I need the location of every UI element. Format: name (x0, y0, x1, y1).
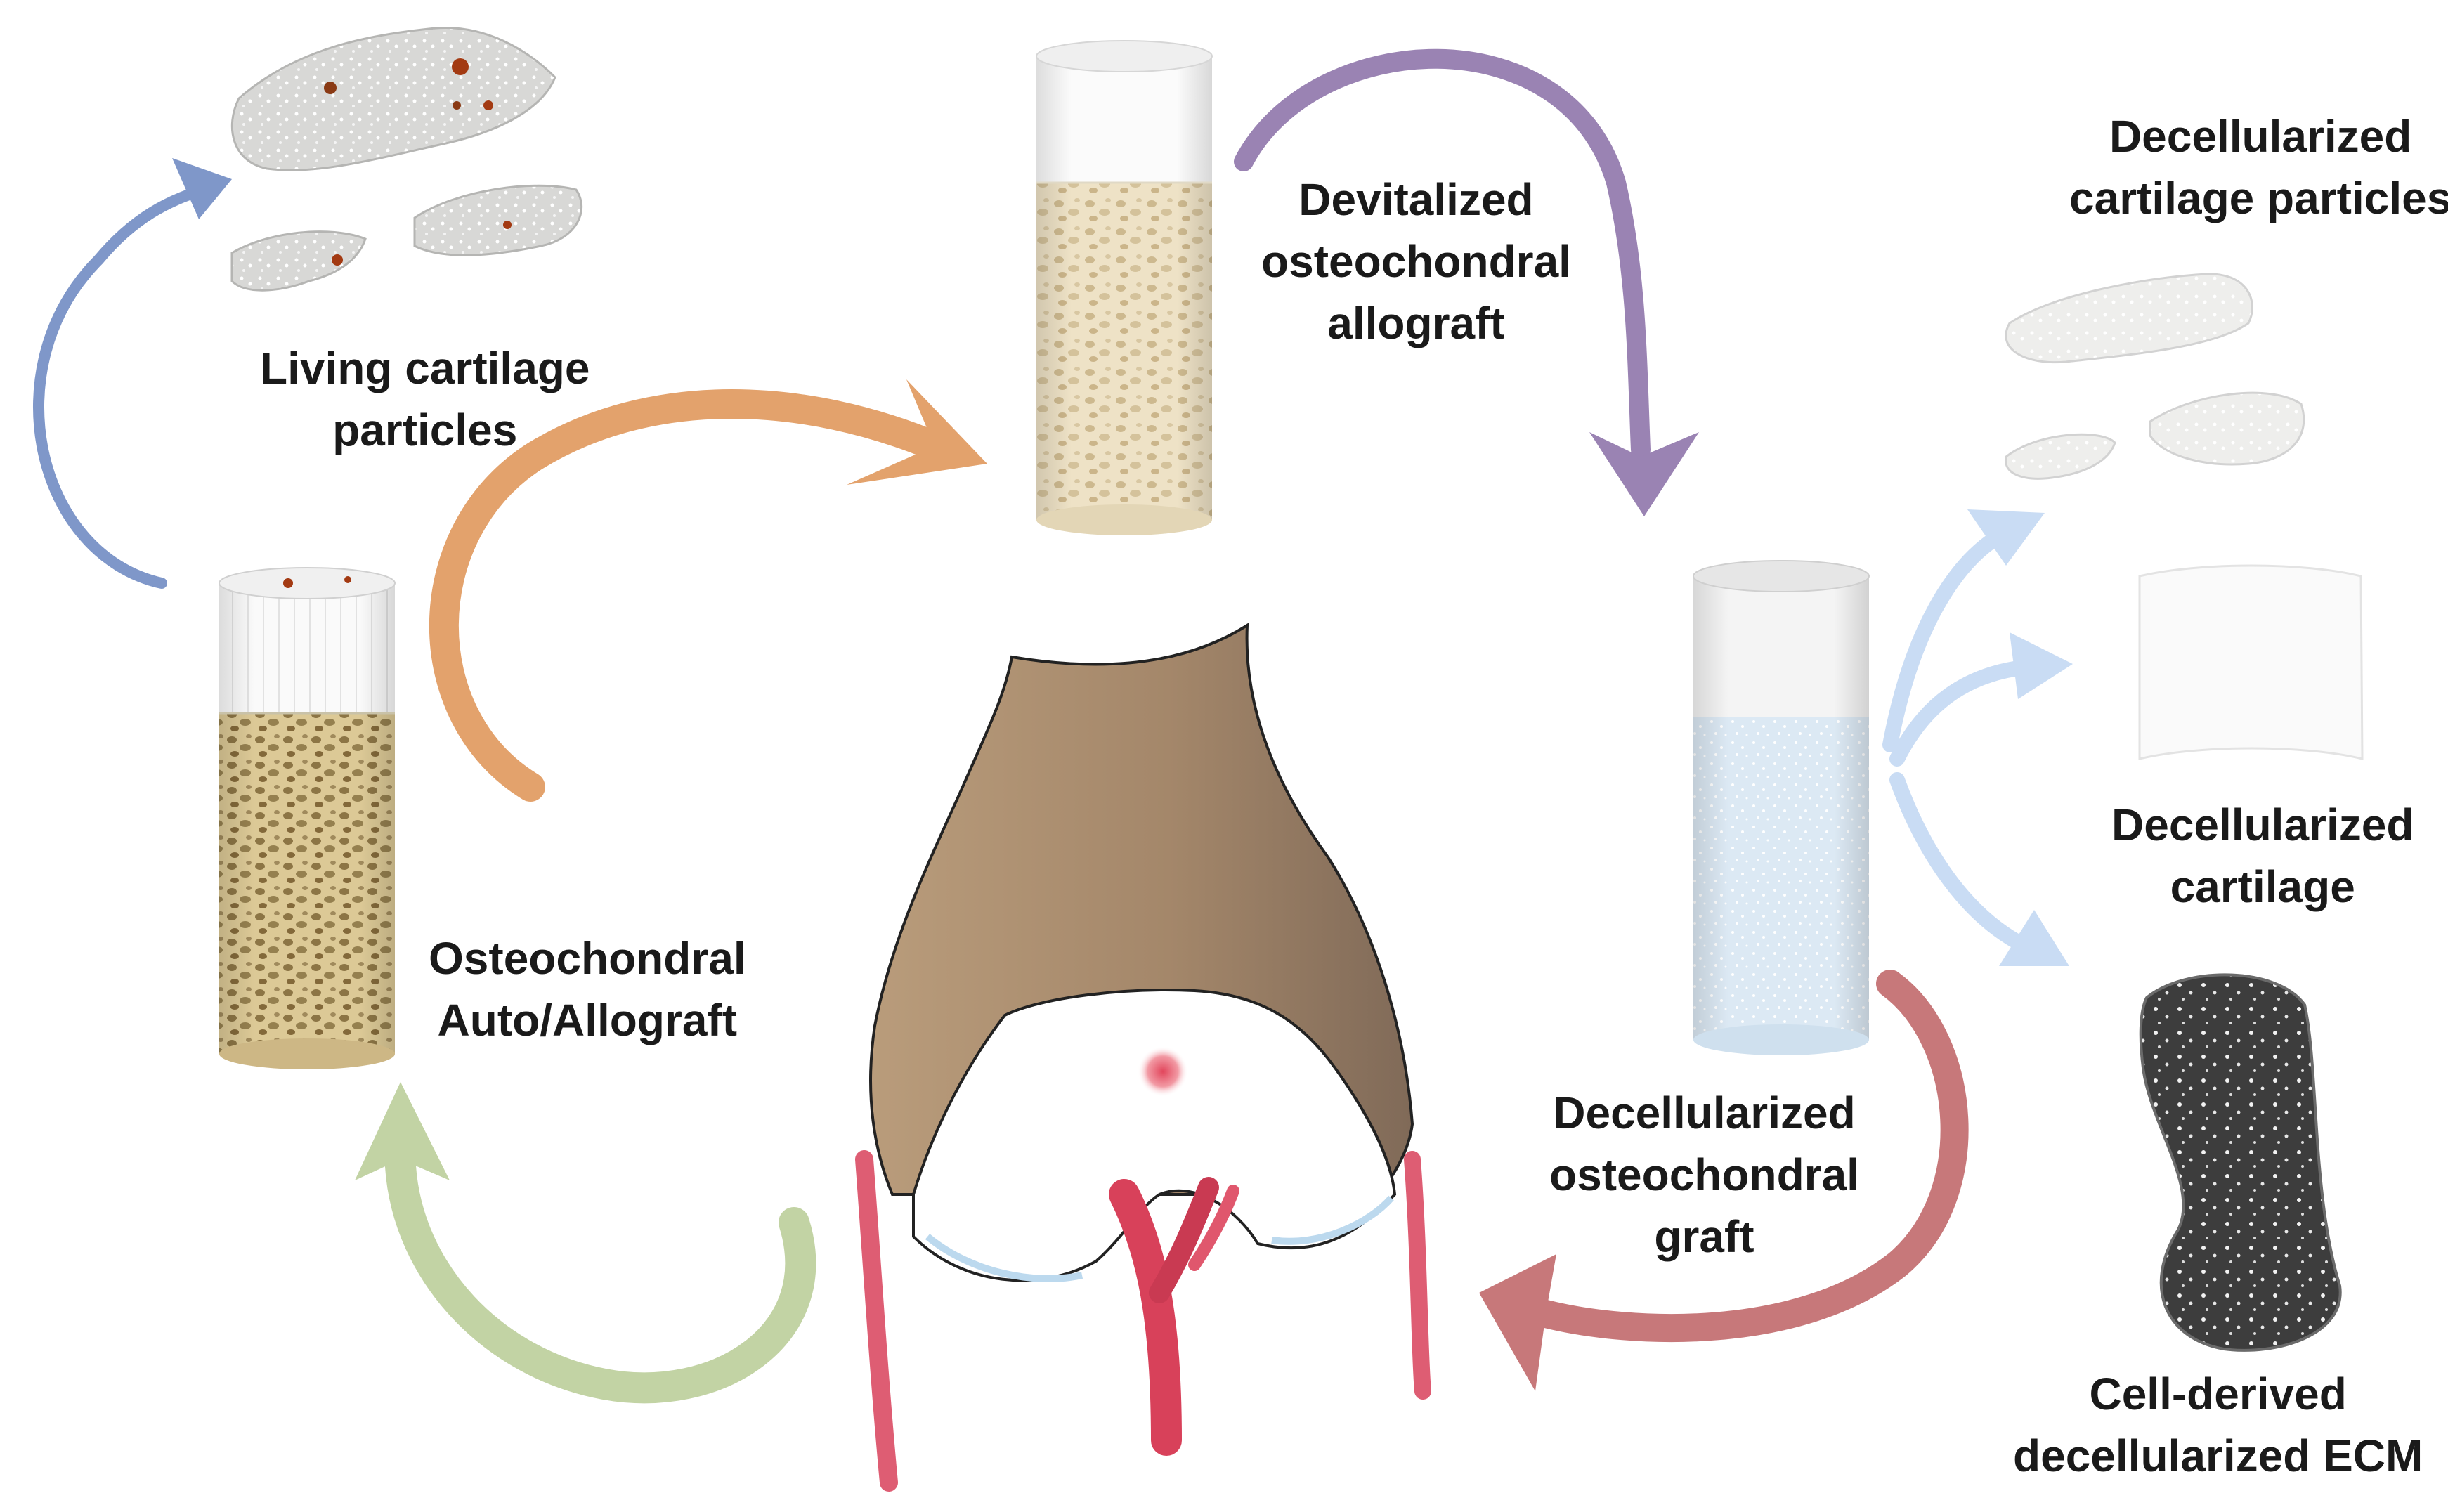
label-line: cartilage (2170, 861, 2355, 912)
osteochondral-graft-cylinder (219, 567, 396, 1069)
label-line: particles (332, 405, 518, 455)
label-decellularized-osteochondral-graft: Decellularized osteochondral graft (1549, 1082, 1859, 1267)
label-line: Decellularized (1553, 1088, 1856, 1138)
label-devitalized-allograft: Devitalized osteochondral allograft (1261, 169, 1571, 354)
arrow-purple-to-decell-graft (1234, 48, 1699, 516)
label-decellularized-cartilage-particles: Decellularized cartilage particles (2069, 105, 2448, 229)
label-cell-derived-ecm: Cell-derived decellularized ECM (2013, 1363, 2423, 1487)
decellularized-cartilage-block (2138, 564, 2364, 760)
label-decellularized-cartilage: Decellularized cartilage (2111, 794, 2414, 918)
arrow-orange-to-devitalized (429, 379, 987, 802)
label-line: Osteochondral (429, 933, 746, 984)
label-osteochondral-auto-allograft: Osteochondral Auto/Allograft (429, 927, 746, 1051)
arrow-red-to-femur (1479, 970, 1969, 1391)
label-line: Decellularized (2109, 111, 2412, 162)
label-living-cartilage-particles: Living cartilage particles (260, 337, 590, 461)
label-line: Decellularized (2111, 800, 2414, 850)
distal-femur-illustration (855, 623, 1431, 1492)
label-line: osteochondral (1261, 236, 1571, 287)
cell-derived-ecm-image (2139, 973, 2342, 1352)
label-line: Devitalized (1298, 174, 1534, 225)
label-line: osteochondral (1549, 1149, 1859, 1200)
arrows-light-blue-to-decell-products (1882, 509, 2073, 966)
arrow-blue-to-living-particles (33, 158, 232, 589)
label-line: graft (1654, 1211, 1754, 1262)
decellularized-particles-image (2005, 273, 2305, 480)
label-line: decellularized ECM (2013, 1430, 2423, 1481)
living-cartilage-particles-image (230, 27, 583, 292)
decellularized-graft-cylinder (1693, 560, 1870, 1055)
devitalized-allograft-cylinder (1036, 40, 1213, 535)
label-line: Auto/Allograft (437, 995, 738, 1045)
label-line: allograft (1327, 298, 1505, 348)
arrow-green-to-osteochondral (355, 1082, 816, 1404)
label-line: cartilage particles (2069, 173, 2448, 223)
label-line: Living cartilage (260, 343, 590, 393)
label-line: Cell-derived (2089, 1369, 2347, 1419)
